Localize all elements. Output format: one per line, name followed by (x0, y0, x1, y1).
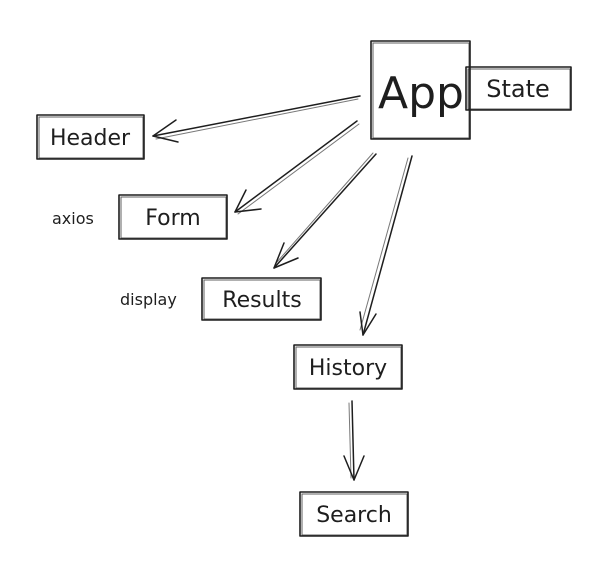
node-search-label: Search (316, 503, 392, 528)
node-search[interactable]: Search (299, 491, 409, 537)
arrow-history-to-search (343, 400, 365, 481)
node-state[interactable]: State (465, 66, 572, 111)
node-history-label: History (309, 356, 387, 381)
node-form-label: Form (145, 206, 200, 231)
arrow-app-to-results (273, 152, 377, 269)
arrow-app-to-history (359, 155, 413, 336)
node-app-label: App (378, 68, 464, 119)
node-header-label: Header (50, 126, 131, 151)
note-display: display (120, 290, 177, 309)
node-form[interactable]: Form (118, 194, 228, 240)
node-header[interactable]: Header (36, 114, 145, 160)
node-results[interactable]: Results (201, 277, 322, 321)
node-history[interactable]: History (293, 344, 403, 390)
note-axios: axios (52, 209, 94, 228)
node-app[interactable]: App (370, 40, 471, 140)
node-results-label: Results (222, 288, 301, 313)
arrow-app-to-form (234, 120, 360, 215)
arrow-app-to-header (152, 95, 361, 143)
node-state-label: State (486, 75, 550, 103)
